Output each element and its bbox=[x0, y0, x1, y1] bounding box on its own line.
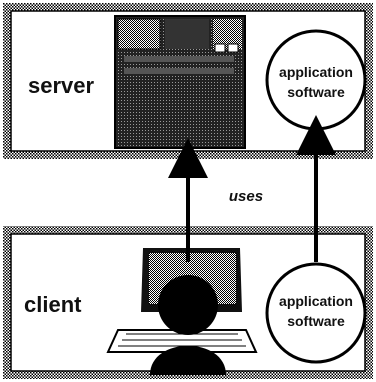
server-machine-icon bbox=[114, 15, 246, 149]
uses-label: uses bbox=[229, 188, 263, 205]
server-application-software: application software bbox=[265, 29, 367, 131]
server-app-line2: software bbox=[287, 84, 345, 100]
client-application-software: application software bbox=[265, 262, 367, 364]
client-workstation-icon bbox=[106, 248, 258, 375]
client-app-line2: software bbox=[287, 313, 345, 329]
client-app-line1: application bbox=[279, 293, 353, 309]
client-label: client bbox=[24, 292, 82, 317]
server-app-line1: application bbox=[279, 64, 353, 80]
server-label: server bbox=[28, 73, 95, 98]
